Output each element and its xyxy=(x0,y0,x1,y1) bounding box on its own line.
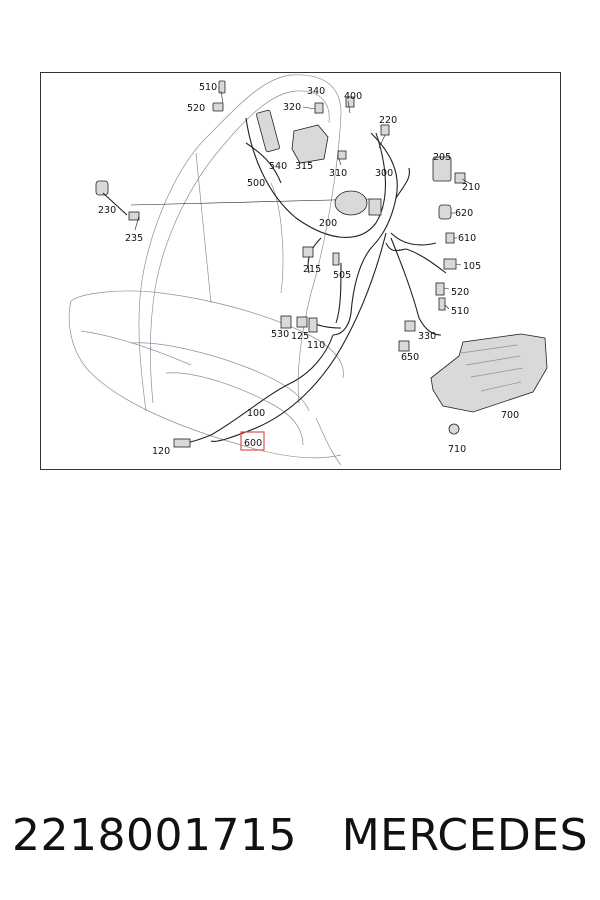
seat-outline xyxy=(68,74,344,466)
callout-labels: 510 520 340 320 400 220 540 315 310 300 … xyxy=(98,82,519,457)
part-330 xyxy=(404,320,416,332)
brand-name: MERCEDES xyxy=(341,809,588,861)
label-320: 320 xyxy=(283,102,301,113)
leader-lines xyxy=(134,90,470,310)
label-200: 200 xyxy=(319,218,337,229)
part-120 xyxy=(173,438,191,448)
label-510: 510 xyxy=(199,82,217,93)
label-520-lower: 520 xyxy=(451,287,469,298)
label-510-lower: 510 xyxy=(451,306,469,317)
part-700 xyxy=(430,333,548,413)
part-200-plug xyxy=(368,198,382,216)
part-540 xyxy=(256,109,280,153)
part-510-bottom xyxy=(438,297,446,311)
label-505: 505 xyxy=(333,270,351,281)
part-520-bottom xyxy=(435,282,445,296)
label-110: 110 xyxy=(307,340,325,351)
label-650: 650 xyxy=(401,352,419,363)
part-650 xyxy=(398,340,410,352)
label-620: 620 xyxy=(455,208,473,219)
label-125: 125 xyxy=(291,331,309,342)
part-510-top xyxy=(218,80,226,94)
label-330: 330 xyxy=(418,331,436,342)
label-310: 310 xyxy=(329,168,347,179)
part-620 xyxy=(438,204,452,220)
label-210: 210 xyxy=(462,182,480,193)
part-105 xyxy=(443,258,457,270)
part-210 xyxy=(454,172,466,184)
part-400 xyxy=(345,96,355,108)
part-340 xyxy=(314,102,324,114)
wire-harness xyxy=(130,117,447,444)
highlight-box-600 xyxy=(240,431,265,451)
label-540: 540 xyxy=(269,161,287,172)
label-230: 230 xyxy=(98,205,116,216)
part-520-top xyxy=(212,102,224,112)
label-700: 700 xyxy=(501,410,519,421)
label-120: 120 xyxy=(152,446,170,457)
label-340: 340 xyxy=(307,86,325,97)
part-125 xyxy=(296,316,308,328)
label-610: 610 xyxy=(458,233,476,244)
label-300: 300 xyxy=(375,168,393,179)
label-600: 600 xyxy=(244,438,262,449)
label-220: 220 xyxy=(379,115,397,126)
label-400: 400 xyxy=(344,91,362,102)
label-530: 530 xyxy=(271,329,289,340)
part-505 xyxy=(332,252,340,266)
part-200 xyxy=(334,190,368,216)
label-205: 205 xyxy=(433,152,451,163)
label-105: 105 xyxy=(463,261,481,272)
part-530 xyxy=(280,315,292,329)
part-310 xyxy=(337,150,347,160)
part-315 xyxy=(291,124,329,164)
part-215 xyxy=(302,246,314,258)
part-610 xyxy=(445,232,455,244)
part-710 xyxy=(448,423,460,435)
label-500: 500 xyxy=(247,178,265,189)
part-230 xyxy=(95,180,109,196)
label-235: 235 xyxy=(125,233,143,244)
label-100: 100 xyxy=(247,408,265,419)
caption-bar: 2218001715 MERCEDES xyxy=(0,800,600,870)
label-710: 710 xyxy=(448,444,466,455)
seat-wiring-diagram: 510 520 340 320 400 220 540 315 310 300 … xyxy=(68,74,548,466)
diagram-frame: 510 520 340 320 400 220 540 315 310 300 … xyxy=(40,72,561,470)
part-235 xyxy=(128,211,140,221)
part-number: 2218001715 xyxy=(12,809,297,861)
label-215: 215 xyxy=(303,264,321,275)
part-205 xyxy=(432,156,452,182)
label-315: 315 xyxy=(295,161,313,172)
label-520: 520 xyxy=(187,103,205,114)
part-220 xyxy=(380,124,390,136)
part-110 xyxy=(308,317,318,333)
components xyxy=(95,80,548,448)
